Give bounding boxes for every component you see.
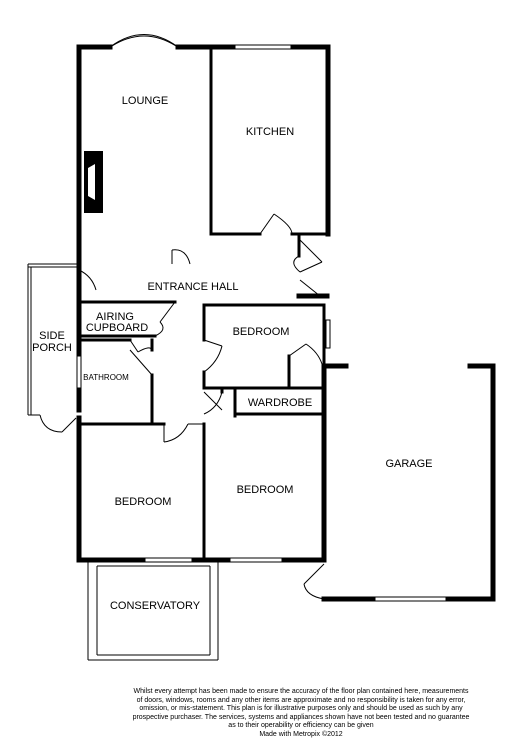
conservatory-structure	[87, 560, 219, 661]
disclaimer-text: Whilst every attempt has been made to en…	[112, 688, 490, 740]
room-label-garage: GARAGE	[385, 458, 432, 470]
room-label-bedroom-front-right: BEDROOM	[233, 326, 290, 338]
room-label-lounge: LOUNGE	[122, 95, 168, 107]
disclaimer-line: Whilst every attempt has been made to en…	[133, 688, 469, 695]
room-label-kitchen: KITCHEN	[246, 126, 294, 138]
disclaimer-line: omission, or mis-statement. This plan is…	[139, 705, 463, 713]
room-label-bedroom-rear-left: BEDROOM	[115, 496, 172, 508]
room-label-airing-cupboard-line2: CUPBOARD	[86, 322, 148, 334]
room-label-entrance-hall: ENTRANCE HALL	[147, 281, 238, 293]
disclaimer-line: as to their operability or efficiency ca…	[228, 722, 374, 730]
room-label-wardrobe: WARDROBE	[248, 397, 312, 409]
room-label-bathroom: BATHROOM	[83, 373, 129, 382]
room-label-side-porch-line2: PORCH	[32, 342, 72, 354]
windows	[76, 44, 447, 602]
side-porch	[27, 263, 79, 433]
bay-window	[109, 34, 179, 48]
room-label-bedroom-rear-right: BEDROOM	[237, 484, 294, 496]
disclaimer-line: prospective purchaser. The services, sys…	[132, 713, 470, 721]
room-label-side-porch-line1: SIDE	[39, 330, 65, 342]
room-label-airing-cupboard-line1: AIRING	[96, 311, 134, 323]
disclaimer-line: Made with Metropix ©2012	[259, 730, 343, 738]
door-swings	[78, 213, 325, 600]
disclaimer-line: of doors, windows, rooms and any other i…	[136, 696, 466, 704]
interior-walls	[77, 48, 330, 560]
fireplace	[84, 151, 103, 213]
room-label-conservatory: CONSERVATORY	[110, 600, 201, 612]
